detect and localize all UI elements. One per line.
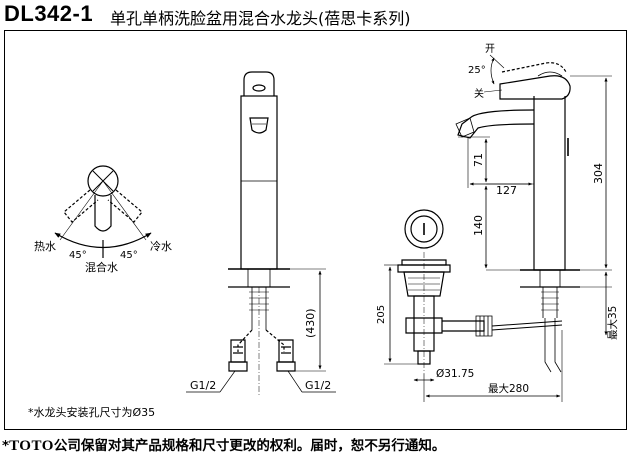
drain-top-view — [404, 209, 444, 249]
spout-tip — [455, 117, 475, 138]
handle-body — [94, 195, 112, 232]
side-thread — [541, 291, 559, 311]
drain-body-upper — [403, 271, 445, 297]
mount-shank — [247, 268, 271, 288]
header: DL342-1 单孔单柄洗脸盆用混合水龙头(蓓思卡系列) — [0, 0, 630, 28]
product-title: 单孔单柄洗脸盆用混合水龙头(蓓思卡系列) — [110, 9, 411, 28]
g12-right-label: G1/2 — [305, 379, 331, 392]
left-fitting — [228, 361, 248, 372]
right-angle-label: 45° — [120, 250, 138, 261]
side-shank — [539, 269, 561, 288]
angle-25-label: 25° — [468, 65, 486, 76]
cold-water-label: 冷水 — [150, 240, 172, 253]
lift-rod — [491, 320, 563, 327]
cold-position-dashed — [107, 189, 143, 223]
dim-max280-label: 最大280 — [488, 382, 529, 395]
handle-rotation-diagram — [54, 165, 152, 258]
dim-205-label: 205 — [376, 305, 387, 324]
side-body — [533, 96, 566, 271]
dim-127-label: 127 — [496, 184, 517, 197]
dim-304-label: 304 — [592, 163, 605, 184]
drain-inner-circle — [410, 215, 438, 243]
g12-left-leader — [219, 370, 236, 393]
open-label: 开 — [485, 44, 495, 55]
angle-25-arc — [490, 57, 495, 85]
left-hose-dashed — [237, 329, 253, 352]
drain-nut — [405, 317, 443, 334]
hot-water-label: 热水 — [34, 240, 56, 253]
footer-disclaimer: *TOTO公司保留对其产品规格和尺寸更改的权利。届时，恕不另行通知。 — [2, 434, 445, 455]
brand-name: TOTO — [9, 438, 54, 454]
left-angle-line — [59, 180, 104, 241]
side-handle-closed — [499, 75, 571, 100]
dim-max35-label: 最大35 — [606, 306, 619, 340]
drawing-frame — [4, 30, 627, 430]
open-leader — [489, 54, 505, 69]
side-hoses — [544, 318, 562, 373]
pivot-rod-nut — [475, 315, 493, 337]
side-handle-top — [537, 71, 563, 77]
close-label: 关 — [474, 87, 484, 100]
g12-right-leader — [287, 370, 303, 393]
dim-140-label: 140 — [472, 215, 485, 236]
pivot-rod-housing — [442, 320, 485, 332]
drain-outer-circle — [404, 209, 444, 249]
drain-bottom — [417, 350, 431, 365]
g12-left-label: G1/2 — [190, 379, 216, 392]
spout — [457, 109, 535, 139]
left-angle-label: 45° — [69, 250, 87, 261]
side-studs — [542, 287, 558, 318]
mixed-water-label: 混合水 — [85, 260, 118, 274]
install-hole-note: *水龙头安装孔尺寸为Ø35 — [28, 405, 155, 419]
handle-top-circle — [87, 165, 119, 197]
dim-430-label: (430) — [304, 308, 317, 338]
close-leader — [483, 89, 503, 93]
side-handle-open-dashed — [501, 62, 567, 73]
dim-diameter-label: Ø31.75 — [436, 368, 474, 380]
aerator — [249, 117, 269, 134]
side-view-faucet — [455, 54, 612, 373]
footer-star: * — [2, 438, 10, 454]
right-fitting — [276, 361, 296, 372]
hot-position-dashed — [63, 189, 99, 223]
model-number: DL342-1 — [4, 1, 94, 26]
drain-flange-top — [401, 259, 447, 266]
popup-drain-assembly — [384, 252, 563, 402]
right-hose-dashed — [265, 329, 285, 352]
lift-rod-2 — [491, 324, 563, 331]
right-angle-line — [102, 180, 147, 241]
footer-text: 公司保留对其产品规格和尺寸更改的权利。届时，恕不另行通知。 — [53, 438, 446, 454]
dim-71-label: 71 — [472, 153, 485, 167]
front-view-faucet — [186, 71, 336, 395]
front-body — [240, 95, 278, 270]
handle-indicator — [252, 84, 266, 92]
front-handle — [243, 71, 275, 96]
